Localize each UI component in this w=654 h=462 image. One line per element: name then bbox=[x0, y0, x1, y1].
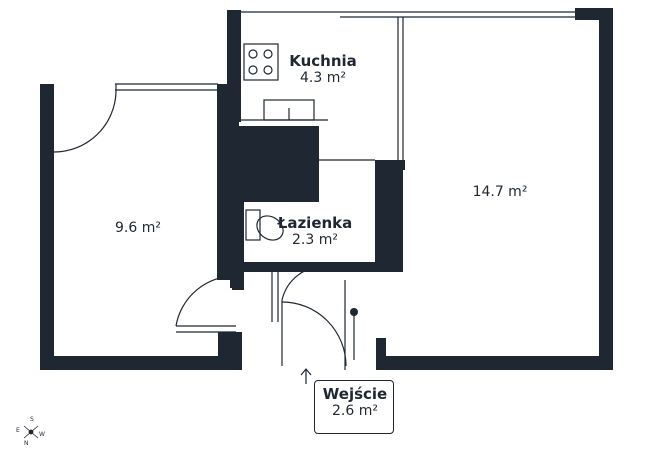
wall-bath-right bbox=[375, 160, 389, 272]
room-area: 2.6 m² bbox=[332, 403, 378, 419]
room-name: Wejście bbox=[322, 385, 388, 403]
room-left: 9.6 m² bbox=[100, 220, 176, 236]
room-right: 14.7 m² bbox=[462, 184, 538, 200]
room-area: 4.3 m² bbox=[300, 70, 346, 86]
stove-icon bbox=[243, 43, 279, 81]
room-name: Łazienka bbox=[277, 214, 353, 232]
wall-kitchen-left bbox=[227, 10, 241, 122]
entrance-arrow-icon bbox=[300, 368, 312, 384]
room-kitchen: Kuchnia 4.3 m² bbox=[284, 52, 362, 86]
wall-left bbox=[40, 84, 54, 370]
entrance-label-box bbox=[314, 380, 394, 434]
wall-bath-left bbox=[230, 198, 244, 288]
compass-s: S bbox=[30, 416, 34, 423]
room-name: Kuchnia bbox=[289, 52, 357, 70]
light-fixture bbox=[350, 308, 358, 360]
compass-n: N bbox=[24, 440, 29, 447]
room-area: 9.6 m² bbox=[115, 220, 161, 236]
room-entrance: Wejście 2.6 m² bbox=[314, 385, 396, 419]
compass-e: E bbox=[16, 427, 20, 434]
door-left-room bbox=[53, 91, 117, 153]
toilet-icon bbox=[245, 209, 284, 241]
room-area: 2.3 m² bbox=[292, 232, 338, 248]
wall-bottom-left bbox=[40, 356, 240, 370]
room-bathroom: Łazienka 2.3 m² bbox=[272, 214, 358, 248]
wall-bottom-stub bbox=[218, 332, 242, 370]
door-bath bbox=[281, 265, 327, 301]
compass-w: W bbox=[39, 431, 45, 438]
wall-core bbox=[217, 126, 319, 202]
wall-bottom-right bbox=[383, 356, 613, 370]
doors bbox=[53, 84, 347, 367]
walls bbox=[40, 8, 613, 370]
wall-right-room-left bbox=[389, 170, 403, 272]
room-area: 14.7 m² bbox=[472, 184, 528, 200]
sink-icon bbox=[263, 99, 315, 121]
wall-right bbox=[599, 8, 613, 370]
compass-icon bbox=[23, 425, 39, 439]
